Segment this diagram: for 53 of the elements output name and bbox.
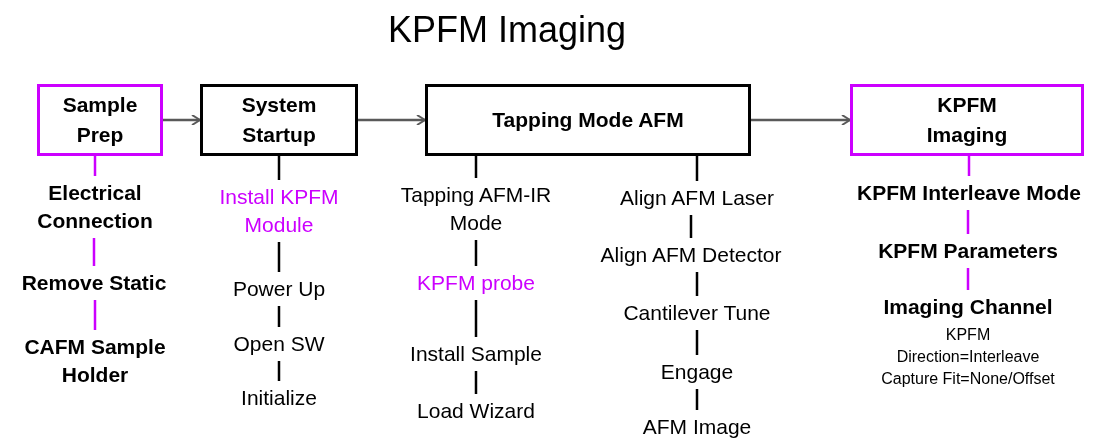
box-title: System Startup (240, 92, 318, 148)
step-text: Electrical Connection (20, 176, 170, 238)
step-detail: Capture Fit=None/Offset (881, 369, 1055, 389)
step-text: Open SW (229, 327, 329, 361)
connector-line (474, 300, 478, 337)
connector-line (277, 306, 281, 327)
step-text: Power Up (228, 272, 330, 306)
connector-line (93, 156, 97, 176)
connector-line (277, 156, 281, 180)
arrow (163, 114, 201, 126)
box-title: Sample Prep (61, 92, 139, 148)
step-text: KPFM Parameters (874, 234, 1062, 268)
connector-line (695, 272, 699, 296)
process-box (37, 84, 163, 156)
connector-line (689, 215, 693, 238)
step-detail: KPFM (945, 325, 991, 345)
arrow (358, 114, 426, 126)
step-text: AFM Image (638, 410, 756, 441)
connector-line (966, 210, 970, 234)
step-text: KPFM probe (413, 266, 539, 300)
connector-line (966, 268, 970, 290)
step-text: Load Wizard (413, 394, 539, 428)
step-text: CAFM Sample Holder (10, 330, 180, 392)
box-title: Tapping Mode AFM (492, 107, 684, 133)
connector-line (695, 156, 699, 181)
process-box (850, 84, 1084, 156)
connector-line (967, 156, 971, 176)
diagram-title: KPFM Imaging (386, 8, 628, 52)
process-box (425, 84, 751, 156)
connector-line (474, 371, 478, 394)
step-text: Align AFM Detector (596, 238, 786, 272)
step-text: Tapping AFM-IR Mode (386, 178, 566, 240)
step-text: KPFM Interleave Mode (852, 176, 1086, 210)
step-text: Install Sample (406, 337, 546, 371)
step-text: Imaging Channel (879, 290, 1057, 324)
step-detail: Direction=Interleave (896, 347, 1040, 367)
connector-line (277, 361, 281, 381)
connector-line (92, 238, 96, 266)
connector-line (93, 300, 97, 330)
connector-line (695, 330, 699, 355)
step-text: Initialize (237, 381, 321, 415)
step-text: Cantilever Tune (619, 296, 775, 330)
step-text: Remove Static (17, 266, 171, 300)
connector-line (695, 389, 699, 410)
step-text: Engage (656, 355, 738, 389)
arrow (751, 114, 851, 126)
connector-line (474, 240, 478, 266)
connector-line (277, 242, 281, 272)
step-text: Align AFM Laser (615, 181, 779, 215)
box-title: KPFM Imaging (925, 92, 1009, 148)
step-text: Install KPFM Module (200, 180, 358, 242)
connector-line (474, 156, 478, 178)
process-box (200, 84, 358, 156)
